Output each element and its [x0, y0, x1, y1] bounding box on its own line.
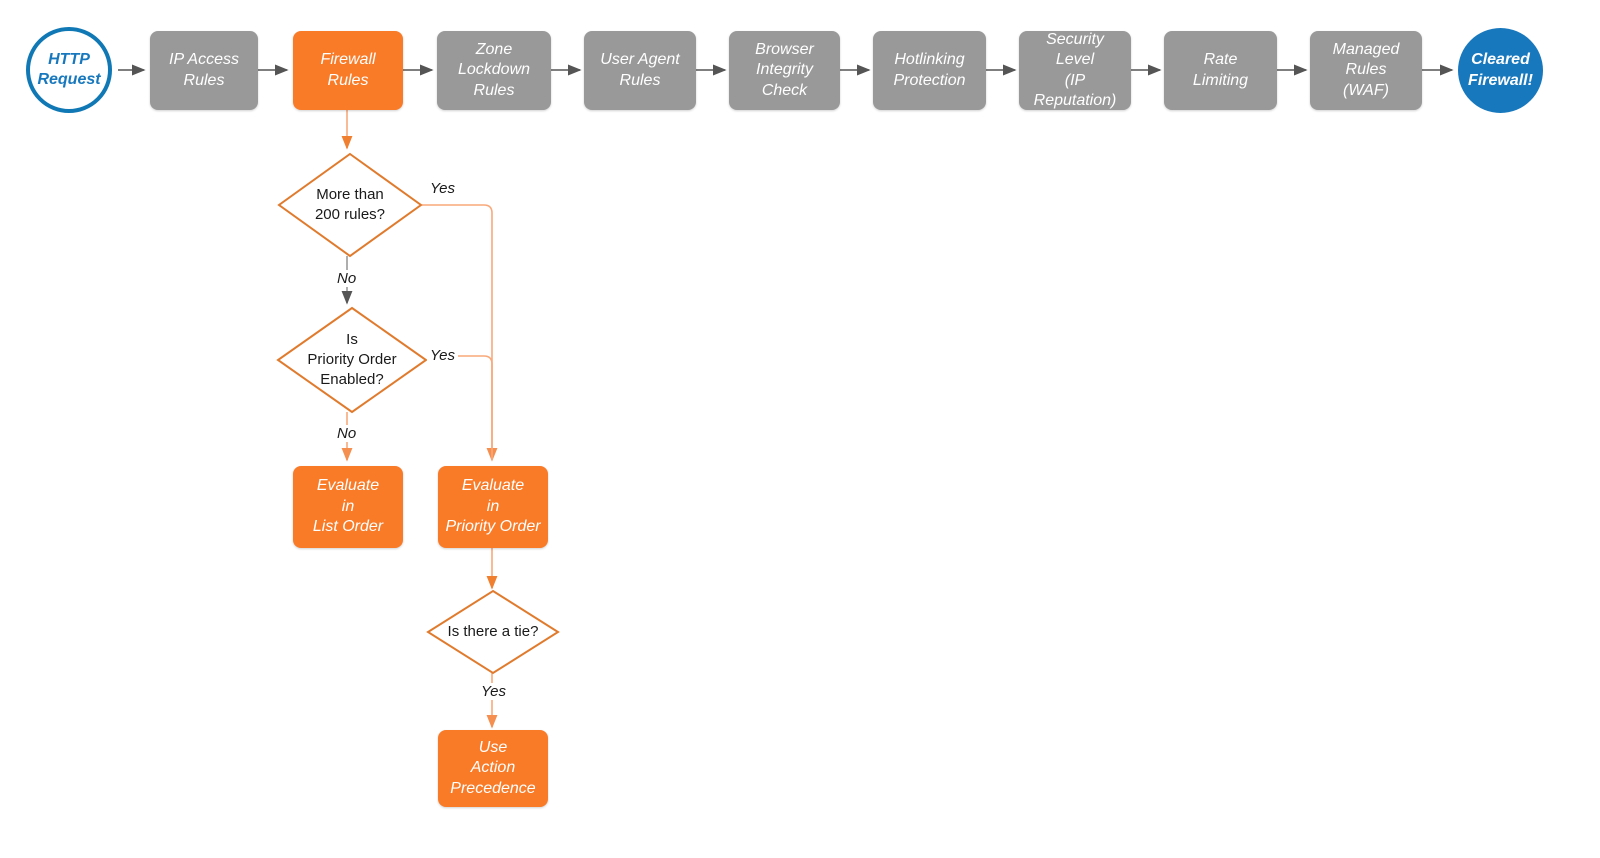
node-label-line: Use: [478, 738, 508, 756]
node-label-line: User Agent: [600, 51, 680, 69]
node-zone-lockdown-rules[interactable]: Zone Lockdown Rules: [437, 31, 551, 110]
edge-label-yes-200-rules: Yes: [427, 180, 459, 197]
node-evaluate-in-list-order[interactable]: Evaluate in List Order: [293, 466, 403, 548]
node-use-action-precedence[interactable]: Use Action Precedence: [438, 730, 548, 807]
node-label-line: Rate: [1203, 51, 1238, 69]
node-label-line: Integrity: [756, 61, 813, 79]
node-label-line: List Order: [312, 518, 384, 536]
diamond-shape: [277, 152, 423, 258]
node-label-line: Action: [470, 759, 516, 777]
node-http-request[interactable]: HTTP Request: [26, 27, 112, 113]
node-is-there-a-tie[interactable]: Is there a tie?: [426, 589, 560, 675]
node-label-line: Priority Order: [307, 351, 397, 369]
node-label-line: Request: [37, 71, 101, 88]
node-label-line: HTTP: [48, 50, 90, 68]
node-evaluate-in-priority-order[interactable]: Evaluate in Priority Order: [438, 466, 548, 548]
node-label-line: Precedence: [450, 779, 536, 797]
node-cleared-firewall[interactable]: Cleared Firewall!: [1458, 28, 1543, 113]
node-label-line: in: [486, 497, 500, 515]
node-label-line: Rules: [183, 71, 225, 89]
node-is-priority-order-enabled[interactable]: Is Priority Order Enabled?: [276, 306, 428, 414]
node-security-level[interactable]: Security Level (IP Reputation): [1019, 31, 1131, 110]
node-label-line: IP Access: [169, 51, 239, 69]
node-label-line: Evaluate: [461, 477, 525, 495]
node-label-line: More than: [316, 186, 384, 204]
node-label-line: Rules: [619, 71, 661, 89]
node-label-line: Priority Order: [445, 518, 541, 536]
node-label-line: Cleared: [1471, 51, 1530, 69]
node-rate-limiting[interactable]: Rate Limiting: [1164, 31, 1277, 110]
diamond-shape: [426, 589, 560, 675]
edge-label-yes-tie: Yes: [478, 683, 510, 700]
node-label-line: (IP Reputation): [1033, 71, 1117, 109]
edge-label-no-priority-order: No: [334, 425, 360, 442]
node-label-line: Is there a tie?: [447, 623, 539, 641]
node-browser-integrity-check[interactable]: Browser Integrity Check: [729, 31, 840, 110]
node-label-line: Protection: [893, 71, 966, 89]
node-label-line: Check: [761, 81, 808, 99]
node-label-line: Firewall: [320, 51, 376, 69]
node-label-line: Level: [1055, 51, 1095, 69]
edge-label-yes-priority-order: Yes: [427, 347, 459, 364]
node-label-line: Rules: [473, 81, 515, 99]
diamond-shape: [276, 306, 428, 414]
node-ip-access-rules[interactable]: IP Access Rules: [150, 31, 258, 110]
node-label-line: Zone: [475, 40, 513, 58]
node-more-than-200-rules[interactable]: More than 200 rules?: [277, 152, 423, 258]
node-user-agent-rules[interactable]: User Agent Rules: [584, 31, 696, 110]
node-label-line: Rules: [327, 71, 369, 89]
node-label-line: Browser: [755, 40, 814, 58]
node-label-line: Firewall!: [1468, 71, 1533, 89]
node-label-line: Enabled?: [320, 370, 384, 388]
node-label-line: Lockdown: [457, 61, 531, 79]
node-firewall-rules[interactable]: Firewall Rules: [293, 31, 403, 110]
node-label-line: Evaluate: [316, 477, 380, 495]
node-label-line: Managed: [1332, 40, 1400, 58]
node-label-line: in: [341, 497, 355, 515]
edge-label-no-200-rules: No: [334, 270, 360, 287]
node-label-line: Is: [346, 331, 358, 349]
node-label-line: (WAF): [1343, 81, 1389, 99]
node-label-line: Hotlinking: [894, 51, 965, 69]
node-label-line: Rules: [1345, 61, 1387, 79]
node-label-line: Security: [1046, 30, 1104, 48]
node-label-line: Limiting: [1192, 71, 1249, 89]
node-label-line: 200 rules?: [314, 206, 386, 223]
node-managed-rules-waf[interactable]: Managed Rules (WAF): [1310, 31, 1422, 110]
node-hotlinking-protection[interactable]: Hotlinking Protection: [873, 31, 986, 110]
